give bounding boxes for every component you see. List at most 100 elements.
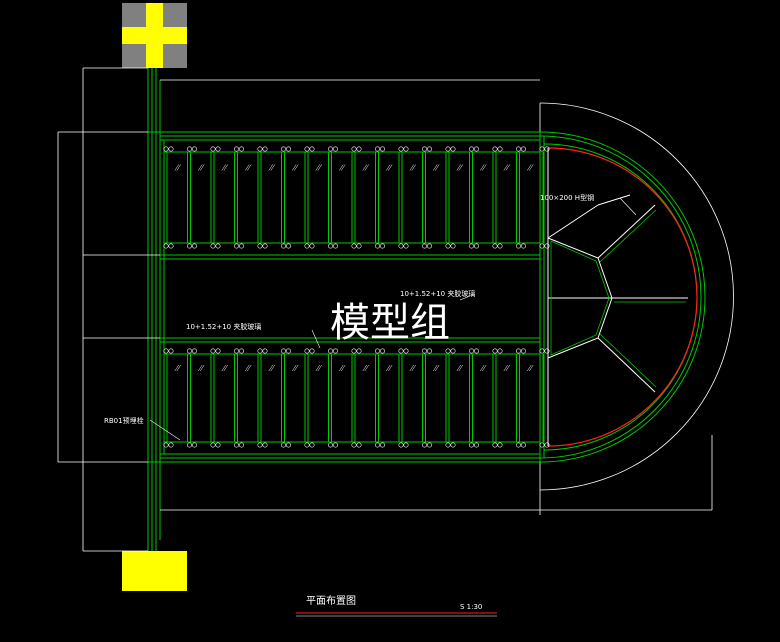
connector-mark — [356, 243, 362, 249]
connector-mark — [257, 442, 263, 448]
connector-mark — [187, 348, 193, 354]
connector-mark — [468, 146, 474, 152]
connector-mark — [374, 146, 380, 152]
glass-hatch — [435, 364, 440, 372]
connector-mark — [280, 348, 286, 354]
glass-hatch — [268, 364, 273, 372]
connector-mark — [257, 146, 263, 152]
connector-mark — [426, 442, 432, 448]
connector-mark — [379, 442, 385, 448]
glass-hatch — [529, 364, 534, 372]
glass-hatch — [341, 164, 346, 171]
glass-hatch — [245, 364, 250, 372]
connector-mark — [351, 243, 357, 249]
connector-mark — [192, 348, 198, 354]
connector-mark — [426, 146, 432, 152]
connector-mark — [309, 442, 315, 448]
glass-spec-lower-label: 10+1.52+10 夹胶玻璃 — [186, 322, 261, 331]
glass-hatch — [458, 364, 463, 372]
glass-hatch — [386, 364, 391, 372]
connector-mark — [421, 348, 427, 354]
connector-mark — [520, 243, 526, 249]
connector-mark — [234, 442, 240, 448]
connector-mark — [421, 442, 427, 448]
connector-mark — [520, 146, 526, 152]
connector-mark — [374, 243, 380, 249]
connector-mark — [492, 146, 498, 152]
connector-mark — [192, 146, 198, 152]
glass-hatch — [503, 364, 508, 372]
connector-mark — [309, 243, 315, 249]
connector-mark — [473, 146, 479, 152]
glass-hatch — [527, 164, 532, 171]
connector-mark — [421, 243, 427, 249]
connector-mark — [234, 146, 240, 152]
glass-hatch — [364, 164, 369, 171]
connector-mark — [445, 442, 451, 448]
connector-mark — [262, 442, 268, 448]
connector-mark — [168, 243, 174, 249]
connector-mark — [215, 348, 221, 354]
connector-mark — [262, 348, 268, 354]
watermark: 模型组 — [330, 300, 450, 346]
connector-mark — [163, 146, 169, 152]
connector-mark — [257, 243, 263, 249]
connector-mark — [421, 146, 427, 152]
glass-hatch — [409, 364, 414, 372]
connector-mark — [450, 442, 456, 448]
glass-hatch — [409, 164, 414, 171]
glass-hatch — [529, 164, 534, 171]
glass-hatch — [174, 364, 179, 372]
connector-mark — [398, 348, 404, 354]
glass-hatch — [317, 164, 322, 171]
connector-mark — [450, 146, 456, 152]
glass-hatch — [482, 164, 487, 171]
connector-mark — [327, 442, 333, 448]
connector-mark — [262, 146, 268, 152]
connector-mark — [187, 243, 193, 249]
glass-hatch — [505, 364, 510, 372]
connector-mark — [187, 442, 193, 448]
glass-hatch — [223, 364, 228, 372]
connector-mark — [520, 442, 526, 448]
connector-mark — [304, 243, 310, 249]
glass-spec-upper-label: 10+1.52+10 夹胶玻璃 — [400, 289, 475, 298]
connector-mark — [210, 243, 216, 249]
connector-mark — [403, 146, 409, 152]
connector-mark — [356, 348, 362, 354]
connector-mark — [398, 442, 404, 448]
connector-mark — [515, 442, 521, 448]
glass-hatch — [364, 364, 369, 372]
glass-hatch — [270, 164, 275, 171]
connector-mark — [473, 243, 479, 249]
connector-mark — [515, 243, 521, 249]
dimension-lines — [57, 67, 734, 552]
connector-mark — [262, 243, 268, 249]
glass-hatch — [245, 164, 250, 171]
glass-hatch — [198, 364, 203, 372]
radial-frame — [547, 148, 688, 446]
connector-mark — [492, 442, 498, 448]
drawing-title: 平面布置图 — [306, 595, 356, 607]
glass-hatch — [480, 364, 485, 372]
connector-mark — [327, 146, 333, 152]
connector-mark — [187, 146, 193, 152]
glass-hatch — [458, 164, 463, 171]
connector-mark — [163, 348, 169, 354]
glass-hatch — [527, 364, 532, 372]
glass-hatch — [176, 364, 181, 372]
connector-mark — [356, 442, 362, 448]
connector-mark — [285, 146, 291, 152]
connector-mark — [445, 243, 451, 249]
glass-hatch — [411, 164, 416, 171]
connector-mark — [356, 146, 362, 152]
connector-mark — [544, 442, 550, 448]
connector-mark — [280, 243, 286, 249]
connector-mark — [539, 243, 545, 249]
glass-hatch — [433, 364, 438, 372]
connector-mark — [398, 146, 404, 152]
connector-mark — [304, 442, 310, 448]
connector-mark — [403, 243, 409, 249]
glass-hatch — [292, 164, 297, 171]
